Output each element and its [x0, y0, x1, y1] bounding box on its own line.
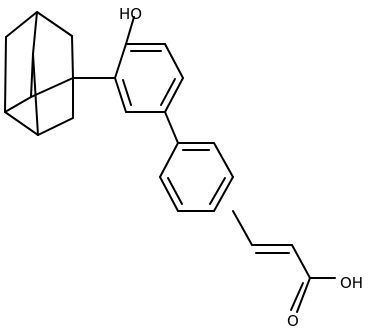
bond — [4, 96, 32, 113]
double-bond-inner — [122, 79, 132, 106]
acid-hydroxyl-label: OH — [340, 274, 363, 292]
carbonyl-bond-inner — [290, 282, 304, 311]
bond — [36, 11, 73, 37]
hydroxyl-label: HO — [119, 5, 142, 23]
biaryl-bond — [164, 111, 179, 144]
bond — [232, 210, 253, 246]
bond — [30, 77, 74, 98]
bond — [213, 142, 234, 178]
bond — [159, 176, 179, 212]
bond — [5, 11, 38, 38]
phenol-ring — [114, 43, 184, 113]
bond — [291, 244, 311, 279]
bond — [4, 36, 7, 113]
bond — [4, 111, 39, 136]
benzene-ring — [159, 142, 234, 212]
bond — [114, 43, 127, 79]
double-bond-inner — [209, 177, 226, 205]
bond — [164, 77, 184, 113]
bond — [37, 117, 74, 136]
double-bond-inner — [160, 78, 176, 106]
bond — [32, 11, 38, 55]
bond — [71, 35, 74, 79]
bond — [213, 176, 234, 212]
adamantyl-cage — [4, 11, 74, 136]
double-bond-inner — [167, 177, 183, 205]
carbonyl-bond — [296, 277, 311, 313]
hydroxyl-bond — [125, 16, 135, 45]
bond — [32, 53, 39, 136]
bond — [164, 43, 184, 79]
acrylic-acid-chain — [232, 210, 336, 313]
bond — [114, 77, 127, 113]
carbonyl-oxygen-label: O — [287, 312, 299, 330]
bond — [159, 142, 179, 178]
